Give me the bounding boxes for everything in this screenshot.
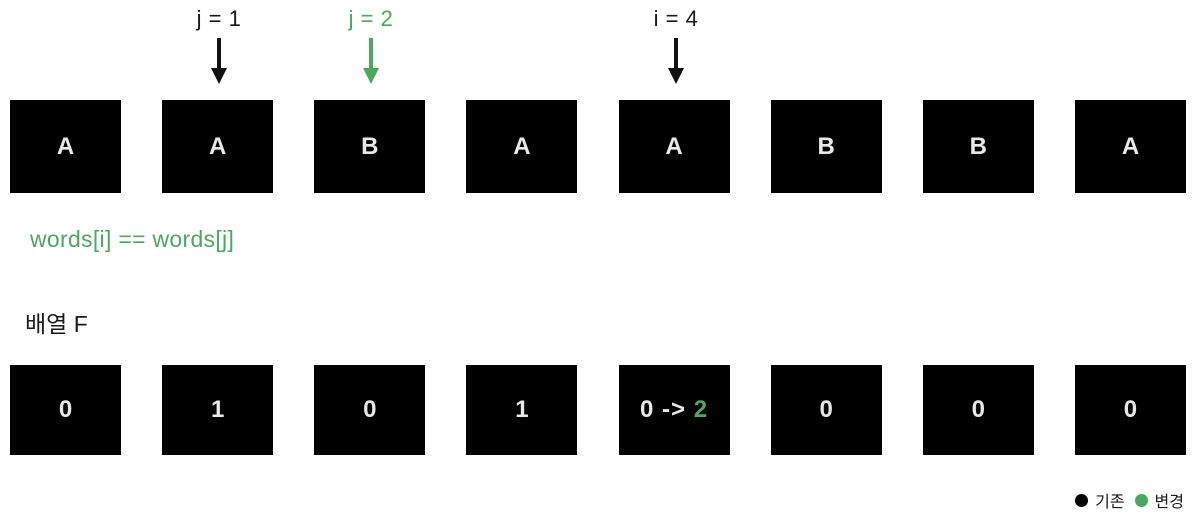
f-cell: 0: [10, 365, 121, 455]
words-cell: A: [1074, 100, 1186, 193]
words-array-row: A A B A A B B A: [10, 100, 1186, 193]
arrow-down-icon: [363, 38, 379, 84]
legend-item-changed: 변경: [1134, 488, 1184, 512]
condition-expression: words[i] == words[j]: [30, 226, 235, 252]
legend-dot-green-icon: [1134, 493, 1148, 507]
legend-dot-black-icon: [1075, 493, 1089, 507]
arrow-down-icon: [211, 38, 227, 84]
f-array-row: 0 1 0 1 0 -> 2 0 0 0: [10, 365, 1186, 455]
pointer-i-4: i = 4: [596, 6, 756, 86]
pointer-i-4-label: i = 4: [653, 6, 699, 31]
array-f-title: 배열 F: [25, 311, 88, 337]
words-cell: A: [466, 100, 578, 193]
words-cell: A: [618, 100, 730, 193]
f-cell: 1: [466, 365, 578, 455]
arrow-down-icon: [668, 38, 684, 84]
words-cell: B: [770, 100, 882, 193]
f-cell-new-value: 2: [693, 396, 709, 423]
legend-label-changed: 변경: [1154, 494, 1184, 511]
pointer-j-2: j = 2: [291, 6, 451, 86]
words-cell: B: [314, 100, 426, 193]
pointer-j-1-label: j = 1: [196, 6, 242, 31]
f-cell: 0: [1074, 365, 1186, 455]
f-cell: 0: [770, 365, 882, 455]
legend-label-existing: 기존: [1095, 494, 1125, 511]
words-cell: B: [922, 100, 1034, 193]
f-cell: 0: [314, 365, 426, 455]
legend: 기존 변경: [1075, 488, 1184, 512]
words-cell: A: [162, 100, 274, 193]
words-cell: A: [10, 100, 121, 193]
pointer-j-2-label: j = 2: [348, 6, 394, 31]
pointer-j-1: j = 1: [139, 6, 299, 86]
f-cell: 1: [162, 365, 274, 455]
f-cell-old-value: 0 ->: [640, 396, 694, 423]
f-cell: 0: [922, 365, 1034, 455]
legend-item-existing: 기존: [1075, 488, 1125, 512]
f-cell-updated: 0 -> 2: [618, 365, 730, 455]
